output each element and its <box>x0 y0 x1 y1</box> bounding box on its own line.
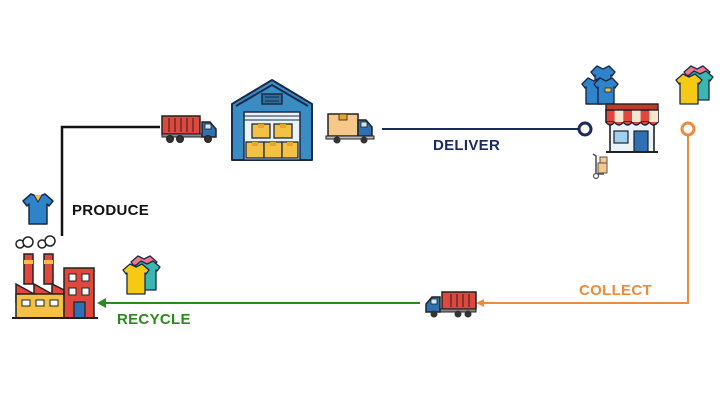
collect-path <box>478 135 689 304</box>
t-shirt-icon <box>22 193 54 225</box>
collect-label: COLLECT <box>579 282 652 299</box>
delivery-van-icon <box>325 113 375 144</box>
recycle-arrowhead <box>97 298 106 308</box>
produce-label: PRODUCE <box>72 202 150 219</box>
warehouse-icon <box>231 79 313 161</box>
collect-arrowhead <box>476 299 484 307</box>
collect-startpoint <box>680 121 696 137</box>
store-icon <box>605 103 659 153</box>
t-shirts-pile-icon <box>675 65 714 105</box>
factory-icon <box>12 235 98 319</box>
container-truck-icon <box>161 115 217 143</box>
container-truck-icon <box>425 291 477 318</box>
t-shirts-pile-icon <box>122 255 161 295</box>
t-shirts-stack-icon <box>581 65 619 105</box>
deliver-endpoint <box>577 121 593 137</box>
produce-path <box>60 125 160 236</box>
deliver-label: DELIVER <box>433 137 501 154</box>
recycle-label: RECYCLE <box>117 311 191 328</box>
hand-truck-icon <box>592 153 608 180</box>
